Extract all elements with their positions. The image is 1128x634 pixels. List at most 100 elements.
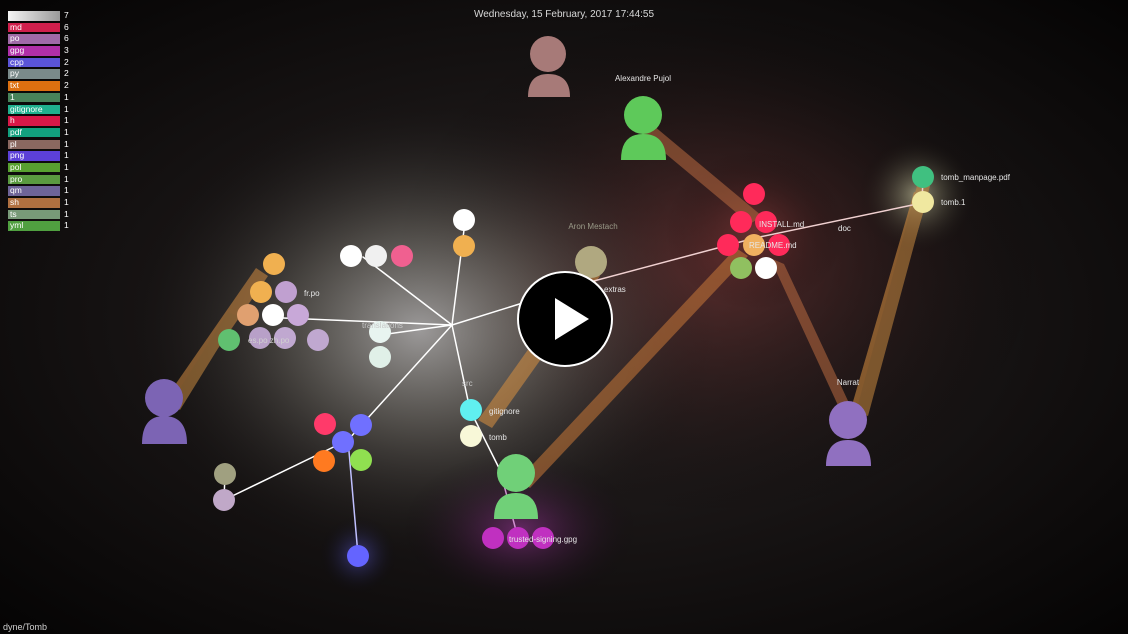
play-icon: [555, 298, 589, 340]
legend-count: 7: [64, 10, 69, 20]
legend-count: 6: [64, 21, 69, 32]
user-name: Alexandre Pujol: [615, 74, 671, 83]
legend-count: 3: [64, 45, 69, 56]
legend-swatch: [8, 151, 60, 161]
legend-count: 1: [64, 115, 69, 126]
legend-swatch: [8, 174, 60, 185]
legend-count: 1: [64, 138, 69, 149]
date-display: Wednesday, 15 February, 2017 17:44:55: [473, 9, 655, 20]
legend-count: 2: [64, 56, 69, 67]
file-labels: fr.po translations es.po zh.po extras IN…: [248, 173, 1011, 544]
legend-extension: po: [10, 33, 20, 44]
repository-name: dyne/Tomb: [3, 622, 48, 632]
legend-extension: pro: [10, 173, 23, 184]
legend-count: 6: [64, 33, 69, 44]
user-avatar: [528, 36, 570, 97]
legend-extension: 1: [10, 91, 15, 102]
legend-swatch: [8, 104, 60, 114]
legend-swatch: [8, 81, 60, 91]
play-button[interactable]: [517, 271, 613, 367]
legend-row: pol 1: [8, 162, 72, 174]
legend-swatch: [8, 46, 60, 56]
legend-count: 1: [64, 220, 69, 231]
legend-swatch: [8, 162, 60, 173]
legend-swatch: [8, 139, 60, 150]
legend-count: 1: [64, 197, 69, 207]
legend-count: 1: [64, 103, 69, 114]
legend-extension: png: [10, 150, 25, 161]
legend-extension: gpg: [10, 45, 25, 56]
user-avatar-narrat: Narrat: [826, 378, 871, 466]
legend-count: 1: [64, 208, 69, 219]
legend-count: 2: [64, 80, 69, 91]
legend-extension: cpp: [10, 56, 24, 67]
legend-row: png 1: [8, 150, 72, 162]
legend-extension: pdf: [10, 126, 22, 137]
label-fr-po: fr.po: [304, 289, 320, 298]
label-translations: translations: [362, 321, 403, 330]
legend-row: md 6: [8, 22, 72, 34]
legend-row: txt 2: [8, 80, 72, 92]
legend-row: gpg 3: [8, 45, 72, 57]
legend-swatch: [8, 198, 60, 208]
legend-row: qm 1: [8, 185, 72, 197]
legend-row: 7: [8, 10, 72, 22]
label-readme-md: README.md: [749, 241, 797, 250]
label-gpg: trusted-signing.gpg: [509, 535, 577, 544]
legend-extension: yml: [10, 220, 24, 231]
legend-row: yml 1: [8, 220, 72, 232]
legend-swatch: [8, 186, 60, 196]
legend-swatch: [8, 34, 60, 44]
user-avatar: [494, 454, 538, 519]
legend-swatch: [8, 22, 60, 33]
legend-swatch: [8, 69, 60, 79]
legend-extension: ts: [10, 208, 17, 219]
label-src: src: [462, 379, 473, 388]
label-manpage-pdf: tomb_manpage.pdf: [941, 173, 1011, 182]
legend-extension: h: [10, 115, 15, 126]
legend-swatch: [8, 57, 60, 68]
label-tomb-1: tomb.1: [941, 198, 966, 207]
user-name: Narrat: [837, 378, 860, 387]
legend-swatch: [8, 92, 60, 103]
label-extras: extras: [604, 285, 626, 294]
label-tomb: tomb: [489, 433, 507, 442]
legend-count: 1: [64, 91, 69, 102]
label-other-po: es.po zh.po: [248, 336, 290, 345]
legend-extension: pol: [10, 161, 22, 172]
legend-extension: md: [10, 21, 22, 32]
legend-extension: py: [10, 68, 19, 79]
label-gitignore: gitignore: [489, 407, 520, 416]
file-nodes: [213, 166, 934, 567]
legend-row: ts 1: [8, 209, 72, 221]
legend-count: 2: [64, 68, 69, 79]
user-avatar-aron-mestach: Aron Mestach: [568, 222, 617, 231]
legend-row: cpp 2: [8, 57, 72, 69]
legend-swatch: [8, 11, 60, 21]
legend-row: py 2: [8, 68, 72, 80]
legend-row: gitignore 1: [8, 104, 72, 116]
legend-count: 1: [64, 161, 69, 172]
label-install-md: INSTALL.md: [759, 220, 804, 229]
legend-extension: gitignore: [10, 103, 43, 114]
legend-row: pdf 1: [8, 127, 72, 139]
legend-count: 1: [64, 173, 69, 184]
legend-count: 1: [64, 185, 69, 196]
legend-count: 1: [64, 126, 69, 137]
user-action-beams: [166, 126, 930, 488]
legend-swatch: [8, 209, 60, 220]
legend-row: pro 1: [8, 174, 72, 186]
legend-extension: txt: [10, 80, 19, 91]
legend-extension: qm: [10, 185, 22, 196]
user-name: Aron Mestach: [568, 222, 617, 231]
user-avatars: Alexandre Pujol Aron Mestach Narrat: [142, 36, 871, 519]
legend-count: 1: [64, 150, 69, 161]
legend-swatch: [8, 221, 60, 231]
user-avatar-alexandre-pujol: Alexandre Pujol: [615, 74, 671, 160]
